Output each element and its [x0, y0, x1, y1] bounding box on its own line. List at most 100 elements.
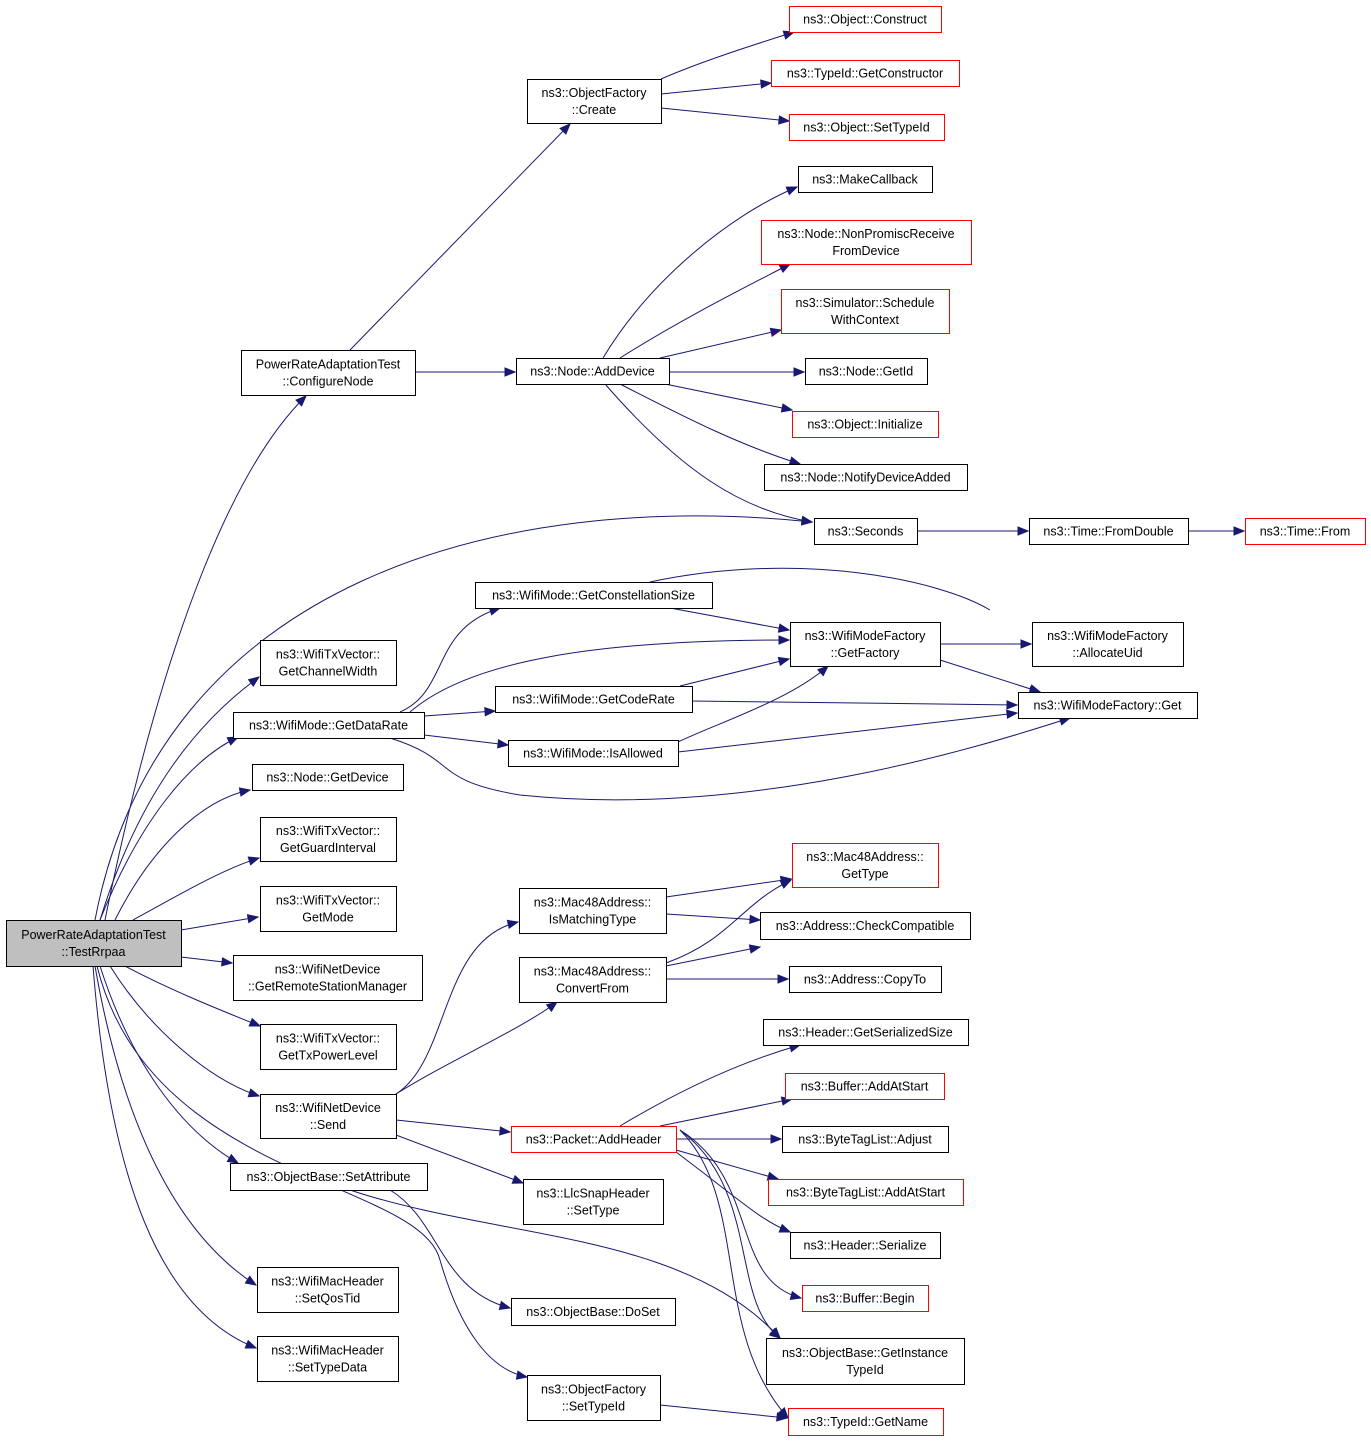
node-objSetTypeId-box[interactable]: [789, 114, 945, 141]
node-tidGetConstructor[interactable]: ns3::TypeId::GetConstructor: [771, 60, 960, 87]
node-getChannelWidth-box[interactable]: [260, 640, 397, 686]
node-pktAddHeader-box[interactable]: [511, 1126, 677, 1153]
node-nodeGetId-box[interactable]: [805, 358, 928, 385]
node-macGetType-box[interactable]: [792, 843, 939, 888]
node-btlAdjust[interactable]: ns3::ByteTagList::Adjust: [782, 1126, 949, 1153]
node-tidGetConstructor-box[interactable]: [771, 60, 960, 87]
node-obSetAttribute[interactable]: ns3::ObjectBase::SetAttribute: [230, 1163, 428, 1191]
node-isAllowed[interactable]: ns3::WifiMode::IsAllowed: [508, 740, 679, 767]
node-obDoSet-box[interactable]: [511, 1298, 676, 1326]
node-wmfGetFactory[interactable]: ns3::WifiModeFactory::GetFactory: [790, 622, 941, 667]
node-getGuardInterval[interactable]: ns3::WifiTxVector::GetGuardInterval: [260, 817, 397, 862]
node-btlAdjust-box[interactable]: [782, 1126, 949, 1153]
node-getConstSize-box[interactable]: [475, 582, 713, 609]
node-getTxPowerLevel[interactable]: ns3::WifiTxVector::GetTxPowerLevel: [260, 1024, 397, 1070]
node-getChannelWidth[interactable]: ns3::WifiTxVector::GetChannelWidth: [260, 640, 397, 686]
node-objConstruct[interactable]: ns3::Object::Construct: [789, 6, 942, 33]
node-obSetAttribute-box[interactable]: [230, 1163, 428, 1191]
node-ofCreate[interactable]: ns3::ObjectFactory::Create: [527, 79, 662, 124]
node-getMode-box[interactable]: [260, 886, 397, 932]
node-objInitialize-box[interactable]: [792, 411, 939, 438]
node-convertFrom[interactable]: ns3::Mac48Address::ConvertFrom: [519, 957, 667, 1003]
node-macGetType[interactable]: ns3::Mac48Address::GetType: [792, 843, 939, 888]
node-notifyDevAdded[interactable]: ns3::Node::NotifyDeviceAdded: [764, 464, 968, 491]
node-nodeAddDevice[interactable]: ns3::Node::AddDevice: [516, 358, 670, 385]
node-llcSetType-box[interactable]: [523, 1179, 664, 1225]
node-llcSetType[interactable]: ns3::LlcSnapHeader::SetType: [523, 1179, 664, 1225]
node-setQosTid[interactable]: ns3::WifiMacHeader::SetQosTid: [257, 1267, 399, 1313]
node-getDataRate[interactable]: ns3::WifiMode::GetDataRate: [233, 712, 425, 739]
node-hdrGetSerSize[interactable]: ns3::Header::GetSerializedSize: [763, 1019, 969, 1046]
node-bufBegin[interactable]: ns3::Buffer::Begin: [802, 1285, 929, 1312]
node-addrCopyTo[interactable]: ns3::Address::CopyTo: [789, 966, 942, 993]
node-seconds[interactable]: ns3::Seconds: [814, 518, 918, 545]
node-nodeAddDevice-box[interactable]: [516, 358, 670, 385]
node-getRSM-box[interactable]: [233, 955, 423, 1001]
node-isMatchingType-box[interactable]: [519, 888, 667, 934]
node-objSetTypeId[interactable]: ns3::Object::SetTypeId: [789, 114, 945, 141]
node-getGuardInterval-box[interactable]: [260, 817, 397, 862]
node-hdrGetSerSize-box[interactable]: [763, 1019, 969, 1046]
node-seconds-box[interactable]: [814, 518, 918, 545]
node-getRSM[interactable]: ns3::WifiNetDevice::GetRemoteStationMana…: [233, 955, 423, 1001]
node-bufAddAtStart[interactable]: ns3::Buffer::AddAtStart: [785, 1073, 945, 1100]
node-makeCallback-box[interactable]: [798, 166, 933, 193]
node-wmfAllocateUid-box[interactable]: [1032, 622, 1184, 667]
node-getMode[interactable]: ns3::WifiTxVector::GetMode: [260, 886, 397, 932]
node-notifyDevAdded-box[interactable]: [764, 464, 968, 491]
node-getCodeRate[interactable]: ns3::WifiMode::GetCodeRate: [495, 686, 693, 713]
node-obDoSet[interactable]: ns3::ObjectBase::DoSet: [511, 1298, 676, 1326]
node-makeCallback[interactable]: ns3::MakeCallback: [798, 166, 933, 193]
node-bufAddAtStart-box[interactable]: [785, 1073, 945, 1100]
node-convertFrom-box[interactable]: [519, 957, 667, 1003]
node-pktAddHeader[interactable]: ns3::Packet::AddHeader: [511, 1126, 677, 1153]
node-wmfGetFactory-box[interactable]: [790, 622, 941, 667]
node-nodeGetDevice[interactable]: ns3::Node::GetDevice: [252, 764, 404, 791]
node-wmfGet[interactable]: ns3::WifiModeFactory::Get: [1018, 692, 1198, 719]
node-isAllowed-box[interactable]: [508, 740, 679, 767]
node-getDataRate-box[interactable]: [233, 712, 425, 739]
node-bufBegin-box[interactable]: [802, 1285, 929, 1312]
node-nodeGetDevice-box[interactable]: [252, 764, 404, 791]
node-wmfAllocateUid[interactable]: ns3::WifiModeFactory::AllocateUid: [1032, 622, 1184, 667]
node-setTypeData[interactable]: ns3::WifiMacHeader::SetTypeData: [257, 1336, 399, 1382]
node-checkCompatible[interactable]: ns3::Address::CheckCompatible: [760, 912, 971, 940]
node-root[interactable]: PowerRateAdaptationTest::TestRrpaa: [6, 920, 182, 967]
node-objInitialize[interactable]: ns3::Object::Initialize: [792, 411, 939, 438]
node-setQosTid-box[interactable]: [257, 1267, 399, 1313]
node-configureNode[interactable]: PowerRateAdaptationTest::ConfigureNode: [241, 350, 416, 396]
node-obGetInstTid-box[interactable]: [766, 1338, 965, 1385]
node-ofCreate-box[interactable]: [527, 79, 662, 124]
node-getConstSize[interactable]: ns3::WifiMode::GetConstellationSize: [475, 582, 713, 609]
node-getCodeRate-box[interactable]: [495, 686, 693, 713]
node-addrCopyTo-box[interactable]: [789, 966, 942, 993]
node-tidGetName-box[interactable]: [788, 1408, 944, 1436]
node-getTxPowerLevel-box[interactable]: [260, 1024, 397, 1070]
node-hdrSerialize[interactable]: ns3::Header::Serialize: [790, 1232, 941, 1259]
node-timeFrom-box[interactable]: [1245, 518, 1366, 545]
node-root-box[interactable]: [6, 920, 182, 967]
node-schedWithCtx-box[interactable]: [781, 289, 950, 334]
node-ofSetTypeId-box[interactable]: [527, 1375, 661, 1421]
node-checkCompatible-box[interactable]: [760, 912, 971, 940]
node-timeFrom[interactable]: ns3::Time::From: [1245, 518, 1366, 545]
node-wndSend-box[interactable]: [260, 1094, 397, 1139]
node-tidGetName[interactable]: ns3::TypeId::GetName: [788, 1408, 944, 1436]
node-isMatchingType[interactable]: ns3::Mac48Address::IsMatchingType: [519, 888, 667, 934]
node-wmfGet-box[interactable]: [1018, 692, 1198, 719]
node-configureNode-box[interactable]: [241, 350, 416, 396]
node-wndSend[interactable]: ns3::WifiNetDevice::Send: [260, 1094, 397, 1139]
node-nonPromisc-box[interactable]: [761, 220, 972, 265]
node-btlAddAtStart-box[interactable]: [768, 1179, 964, 1206]
node-setTypeData-box[interactable]: [257, 1336, 399, 1382]
node-objConstruct-box[interactable]: [789, 6, 942, 33]
node-hdrSerialize-box[interactable]: [790, 1232, 941, 1259]
node-nodeGetId[interactable]: ns3::Node::GetId: [805, 358, 928, 385]
node-timeFromDouble[interactable]: ns3::Time::FromDouble: [1029, 518, 1189, 545]
node-timeFromDouble-box[interactable]: [1029, 518, 1189, 545]
node-btlAddAtStart[interactable]: ns3::ByteTagList::AddAtStart: [768, 1179, 964, 1206]
node-ofSetTypeId[interactable]: ns3::ObjectFactory::SetTypeId: [527, 1375, 661, 1421]
